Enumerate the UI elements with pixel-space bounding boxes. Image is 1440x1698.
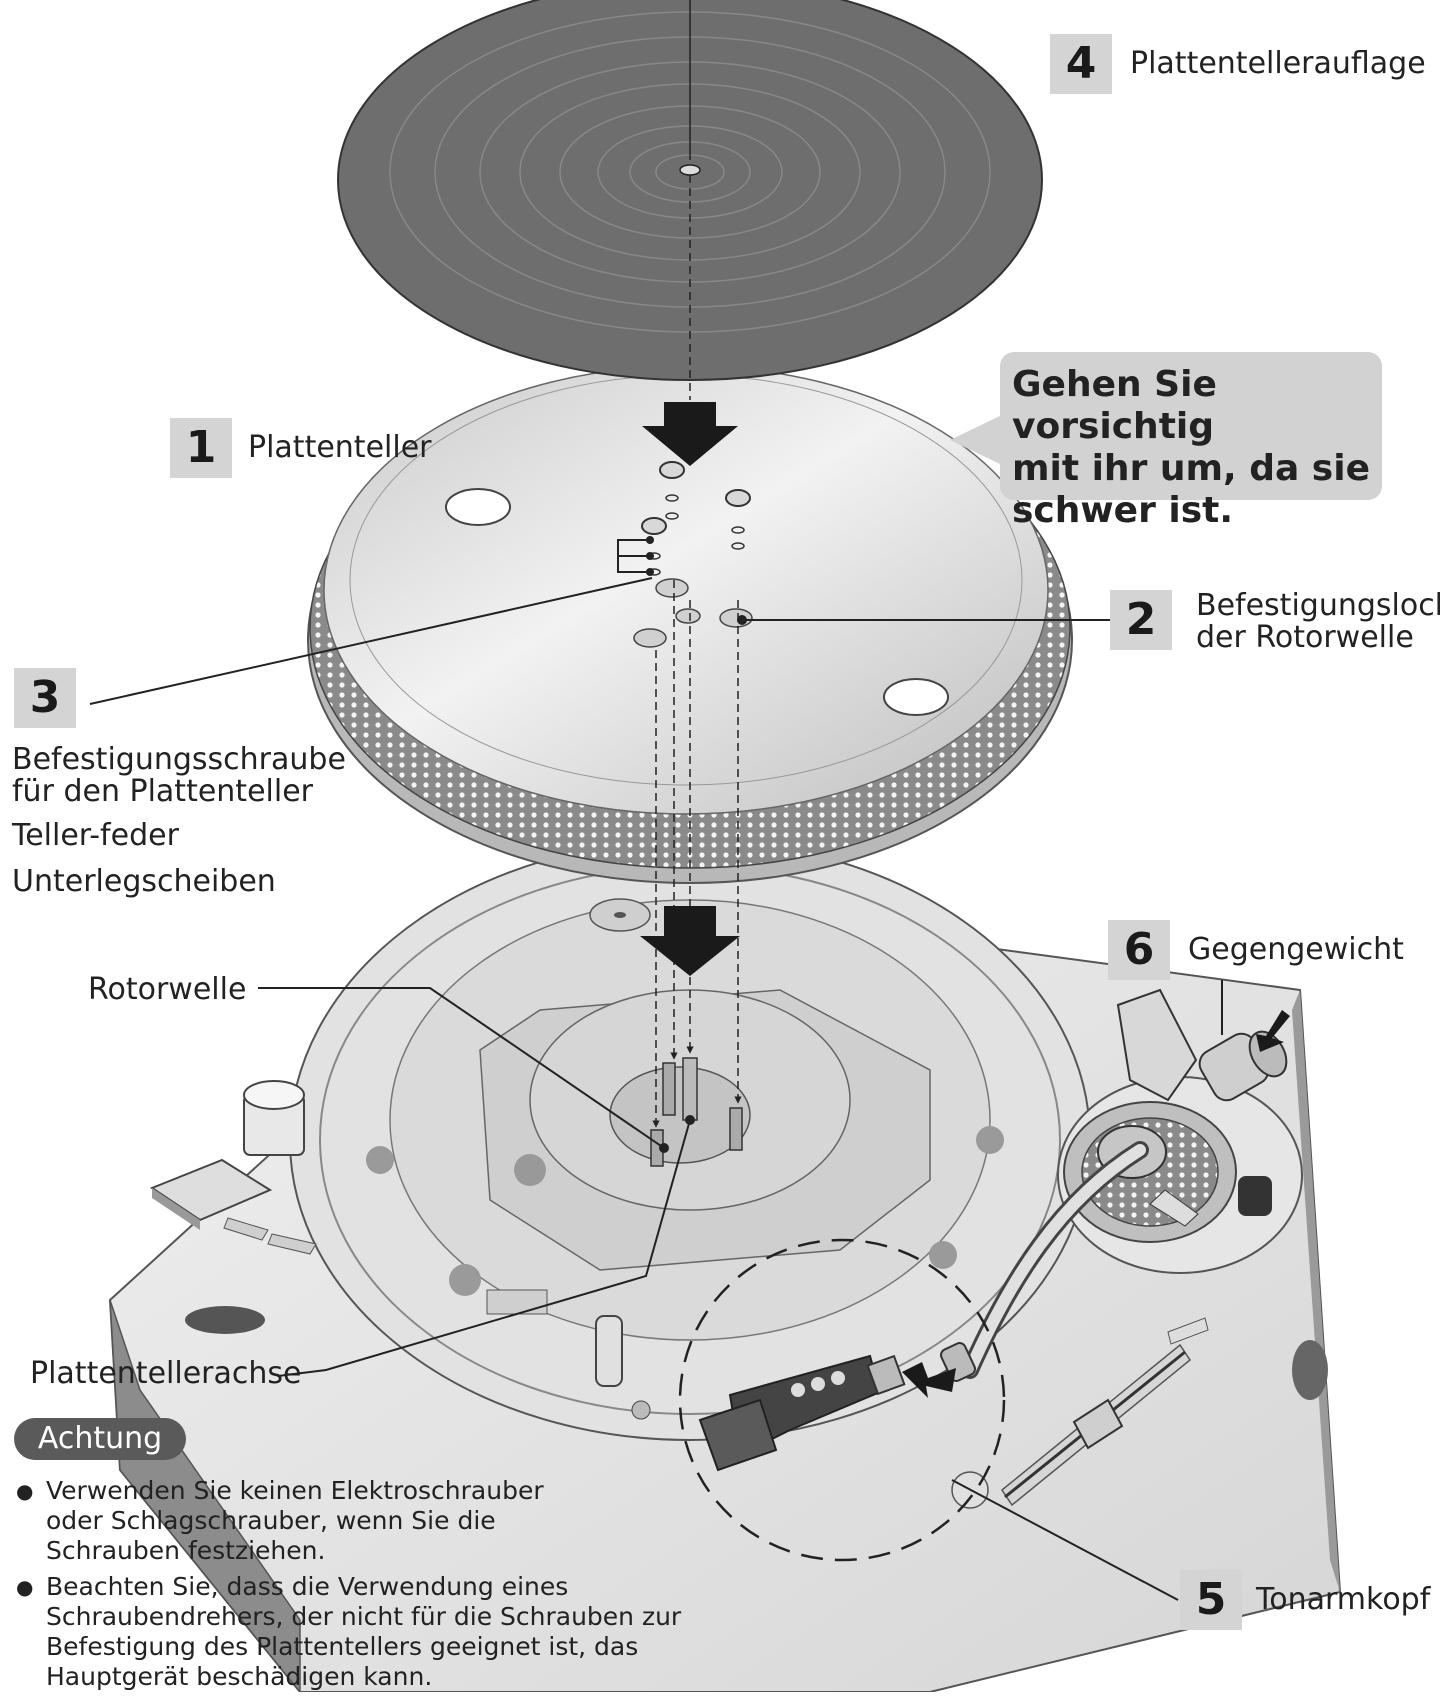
part-number-2: 2 xyxy=(1110,590,1172,650)
warning-speech-bubble: Gehen Sie vorsichtig mit ihr um, da sie … xyxy=(1000,352,1382,531)
caution-item-2-line-4: Hauptgerät beschädigen kann. xyxy=(46,1662,433,1691)
caution-item-2-line-1: Beachten Sie, dass die Verwendung eines xyxy=(46,1572,569,1601)
part-label-platter-mat: Plattentellerauflage xyxy=(1130,46,1426,81)
bubble-line-2: mit ihr um, da sie xyxy=(1012,448,1370,489)
part-label-spring-washer: Teller-feder xyxy=(12,818,179,853)
tonearm-assembly xyxy=(961,988,1303,1379)
caution-item-1-line-3: Schrauben festziehen. xyxy=(46,1536,326,1565)
bubble-line-3: schwer ist. xyxy=(1012,490,1234,531)
part-number-3: 3 xyxy=(14,668,76,728)
caution-item-1-line-1: Verwenden Sie keinen Elektroschrauber xyxy=(46,1476,544,1505)
part-label-rotor-hole-line2: der Rotorwelle xyxy=(1196,619,1414,655)
caution-list: Verwenden Sie keinen Elektroschrauber od… xyxy=(16,1476,696,1698)
caution-item: Beachten Sie, dass die Verwendung eines … xyxy=(16,1572,696,1692)
part-number-6: 6 xyxy=(1108,920,1170,980)
part-number-1: 1 xyxy=(170,418,232,478)
platter xyxy=(307,365,1073,884)
assembly-arrow-lower xyxy=(640,906,740,976)
caution-item-1-line-2: oder Schlagschrauber, wenn Sie die xyxy=(46,1506,496,1535)
part-label-counterweight: Gegengewicht xyxy=(1188,932,1404,967)
headshell-arrow xyxy=(902,1362,956,1398)
part-number-4: 4 xyxy=(1050,34,1112,94)
part-label-platter-screw-line1: Befestigungsschraube xyxy=(12,742,346,777)
label-platter-axis: Plattentellerachse xyxy=(30,1356,302,1391)
label-rotor-shaft: Rotorwelle xyxy=(88,972,247,1007)
counterweight-arrow xyxy=(1256,1010,1290,1052)
caution-heading: Achtung xyxy=(14,1418,186,1460)
assembly-arrow-upper xyxy=(642,402,738,466)
caution-item-2-line-3: Befestigung des Plattentellers geeignet … xyxy=(46,1632,639,1661)
part-number-5: 5 xyxy=(1180,1570,1242,1630)
part-label-platter-screw: Befestigungsschraube für den Plattentell… xyxy=(12,744,346,807)
caution-item-2-line-2: Schraubendrehers, der nicht für die Schr… xyxy=(46,1602,682,1631)
bubble-line-1: Gehen Sie vorsichtig xyxy=(1012,364,1217,447)
pitch-slider xyxy=(1000,1317,1209,1507)
part-label-platter-screw-line2: für den Plattenteller xyxy=(12,773,313,809)
speech-bubble-tail xyxy=(950,414,1004,466)
part-label-rotor-hole: Befestigungsloch der Rotorwelle xyxy=(1196,590,1440,653)
caution-item: Verwenden Sie keinen Elektroschrauber od… xyxy=(16,1476,696,1566)
part-label-rotor-hole-line1: Befestigungsloch xyxy=(1196,588,1440,623)
part-label-headshell: Tonarmkopf xyxy=(1256,1582,1431,1617)
headshell-highlight xyxy=(678,1238,1006,1562)
part-label-washers: Unterlegscheiben xyxy=(12,864,276,899)
part-label-platter: Plattenteller xyxy=(248,430,432,465)
start-knob xyxy=(149,1080,317,1255)
